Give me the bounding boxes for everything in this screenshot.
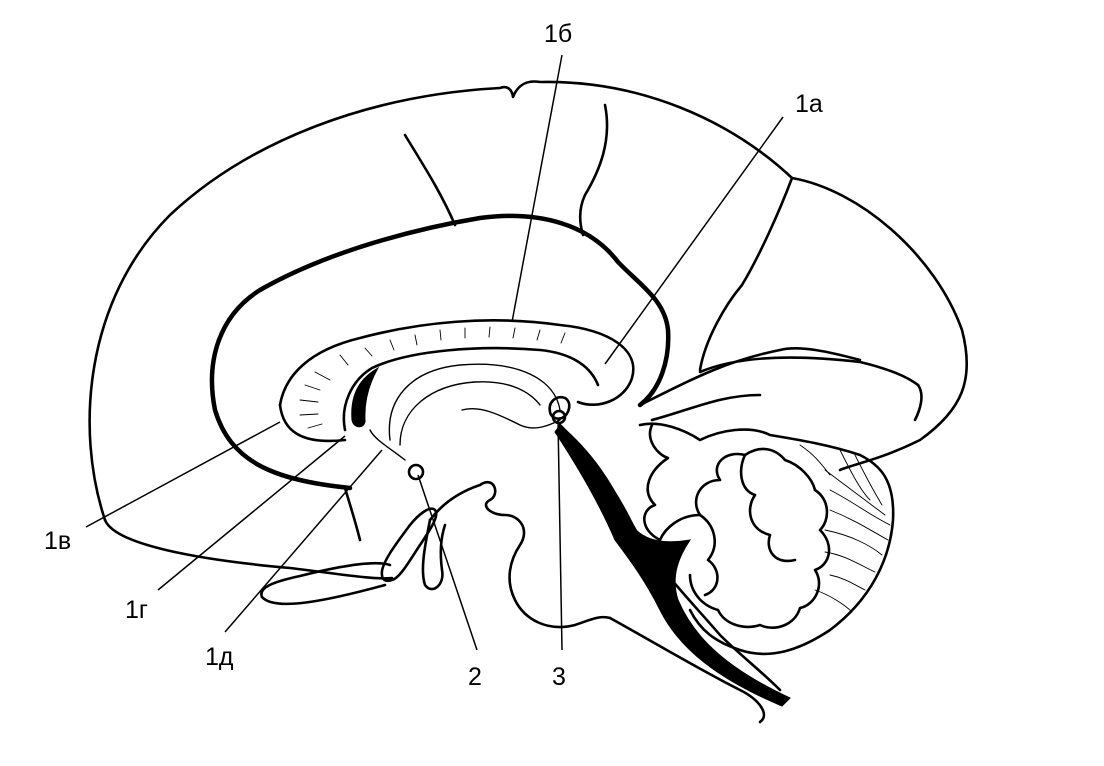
cerebellum-arbor-3 xyxy=(698,513,719,597)
calcarine xyxy=(913,383,923,422)
thalamus-inner xyxy=(399,381,541,446)
leader-1v xyxy=(85,421,281,528)
hemisphere-outline xyxy=(88,80,969,522)
corpus-callosum-genu xyxy=(278,403,347,443)
leader-1a xyxy=(604,116,784,365)
leader-1d xyxy=(224,449,383,633)
leader-1g xyxy=(157,435,346,591)
cerebellum-arbor-1 xyxy=(643,423,817,542)
temporal-lobe-outline xyxy=(260,561,392,599)
midbrain-outline xyxy=(428,481,612,629)
fornix-column xyxy=(369,429,406,461)
leader-2 xyxy=(417,474,478,651)
temporal-lobe-outline-2 xyxy=(260,583,387,606)
label-1g: 1г xyxy=(125,596,148,624)
callosal-striations xyxy=(299,326,566,429)
sulcus-4 xyxy=(650,393,762,422)
sulcus-3 xyxy=(698,176,794,372)
cerebellum-arbor-4 xyxy=(739,453,797,563)
cingulate-sulcus xyxy=(209,213,671,491)
corpus-callosum-lower xyxy=(342,346,600,432)
label-1b: 1б xyxy=(544,20,572,48)
optic-chiasm xyxy=(380,507,438,583)
thalamus-outline xyxy=(388,363,561,441)
sulcus-5 xyxy=(343,486,362,542)
label-3: 3 xyxy=(552,663,566,691)
label-2: 2 xyxy=(468,663,482,691)
sulcus-2 xyxy=(578,103,609,237)
cerebellum-arbor-2 xyxy=(688,488,831,629)
label-1v: 1в xyxy=(44,527,71,555)
parieto-occipital xyxy=(698,356,920,387)
cerebral-aqueduct-black xyxy=(554,424,791,707)
corpus-callosum-upper xyxy=(278,319,635,407)
pons-front xyxy=(608,616,766,724)
leader-3 xyxy=(557,419,563,651)
mammillary-body xyxy=(407,463,425,481)
pineal-body xyxy=(551,409,567,425)
hypothalamus-sulcus xyxy=(461,408,561,429)
cerebellar-folia xyxy=(799,444,891,613)
sulcus-1 xyxy=(403,133,457,227)
cingulate-extension xyxy=(638,347,862,407)
leader-1b xyxy=(511,54,563,323)
cerebellum-outline xyxy=(638,422,895,656)
fornix-black xyxy=(351,366,380,428)
occipital-lower-outline xyxy=(103,518,394,580)
label-1d: 1д xyxy=(205,643,234,671)
infundibulum xyxy=(421,518,447,591)
label-1a: 1а xyxy=(795,90,823,118)
